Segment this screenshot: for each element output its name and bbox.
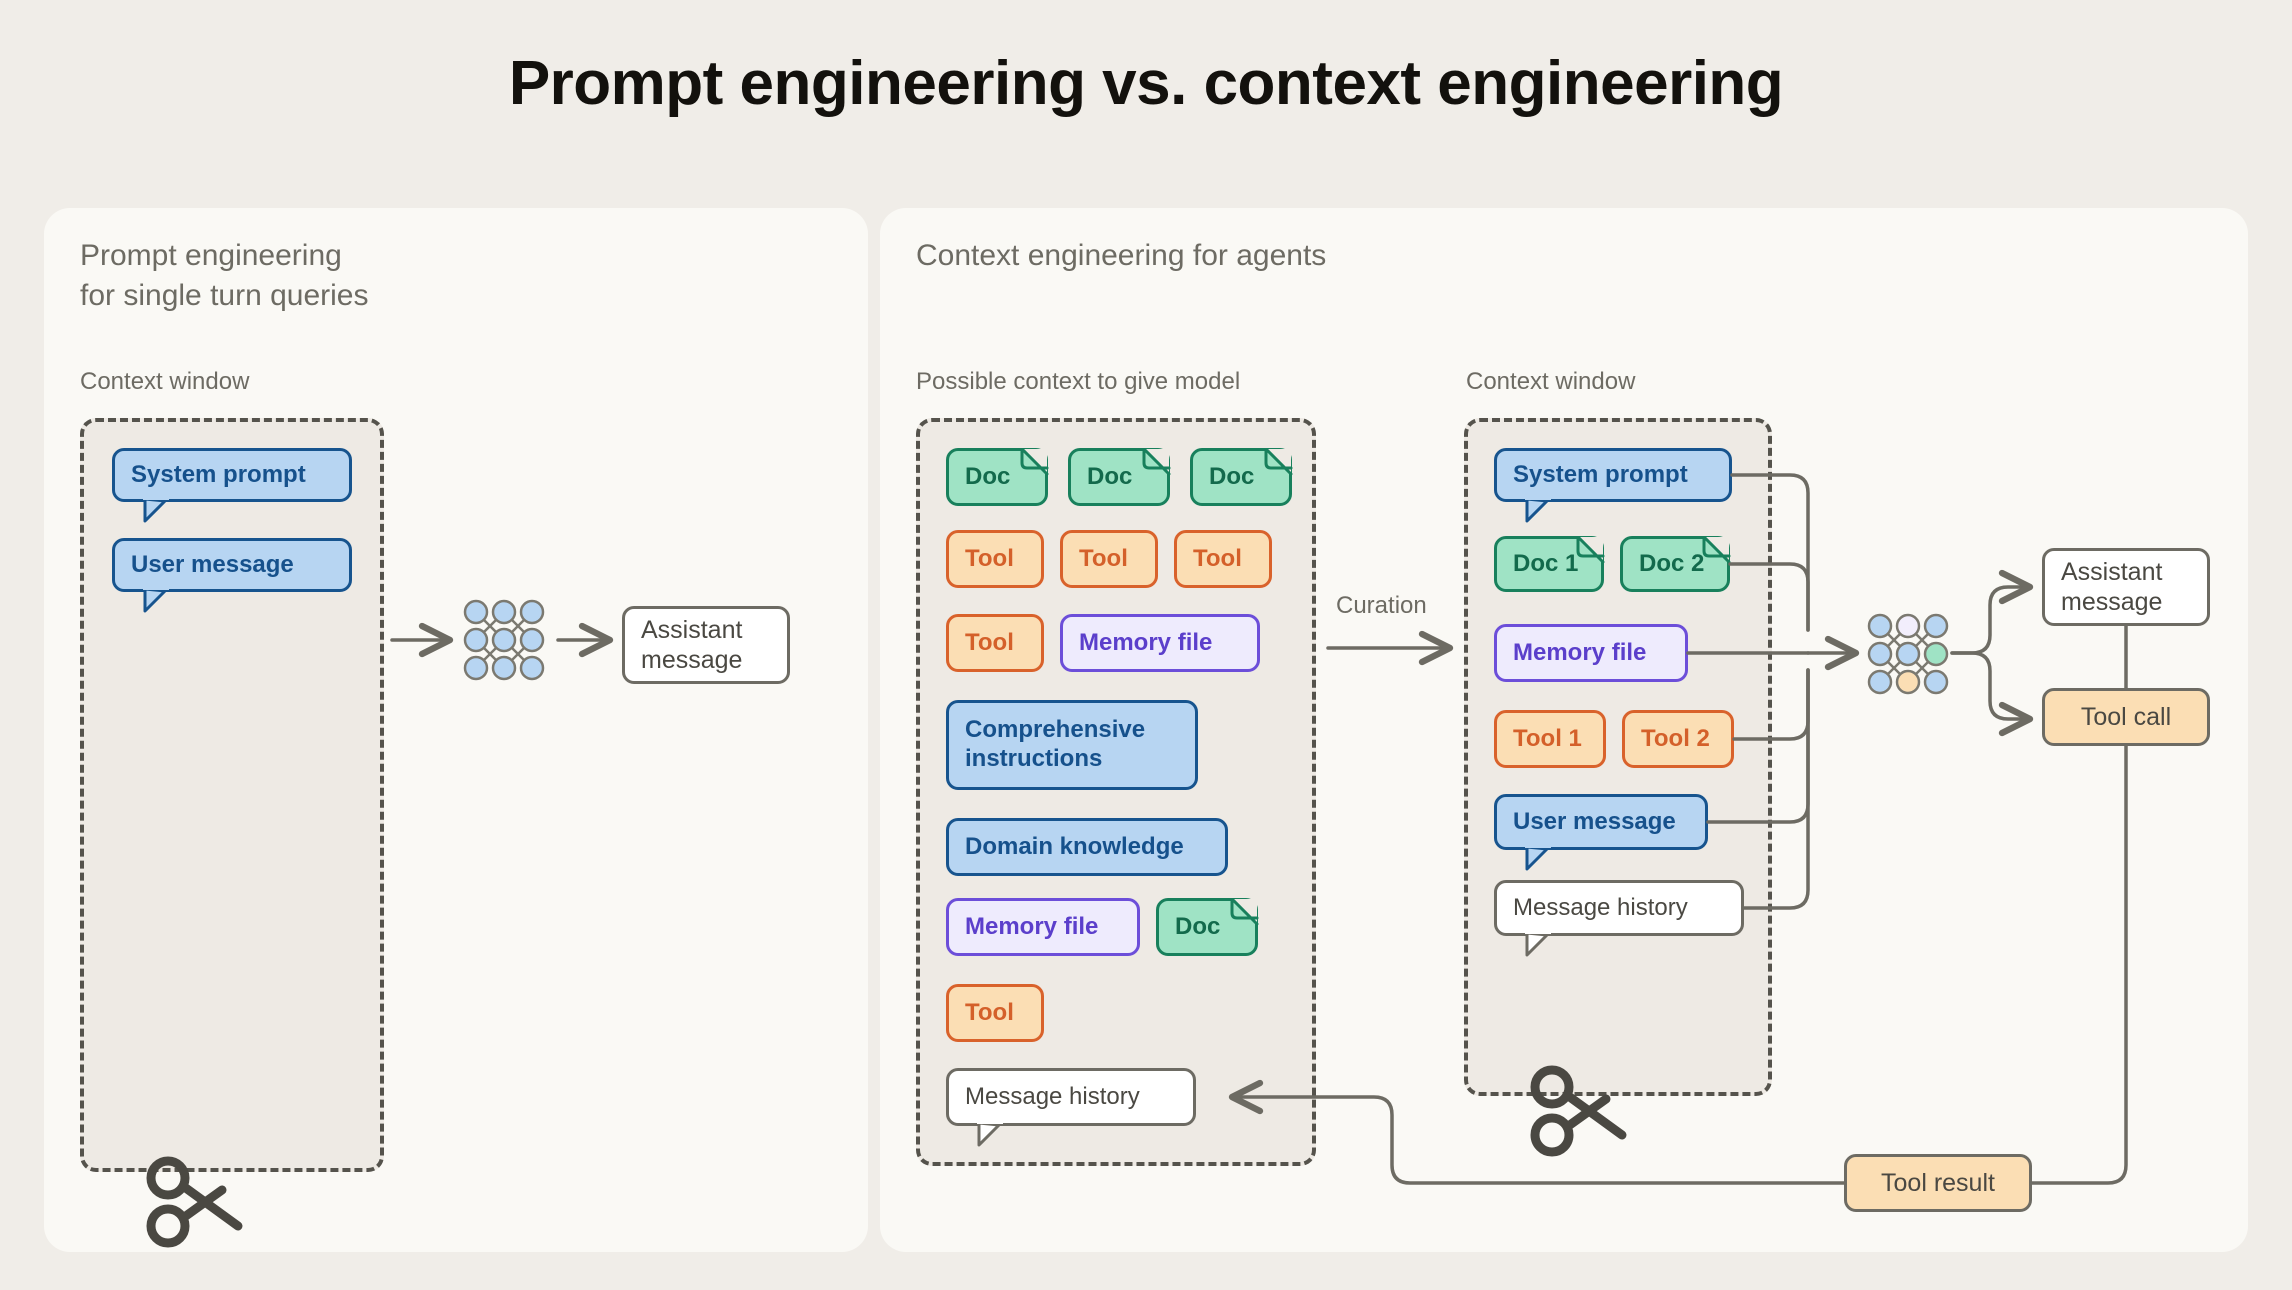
card-system-prompt-left[interactable]: System prompt	[112, 448, 352, 523]
card-label: Tool	[1193, 544, 1242, 572]
card-label: Message history	[965, 1082, 1140, 1110]
left-panel-heading: Prompt engineering for single turn queri…	[80, 239, 369, 312]
card-label: Doc	[1175, 912, 1221, 940]
card-label: System prompt	[131, 460, 306, 488]
card-label: Tool	[1079, 544, 1128, 572]
card-label: Tool	[965, 544, 1014, 572]
bubble-tail-icon	[977, 1123, 1011, 1147]
domain-knowledge-card[interactable]: Domain knowledge	[946, 818, 1228, 876]
folded-corner-icon	[1224, 897, 1259, 932]
right-context-window-label: Context window	[1466, 368, 1636, 395]
tool-card-2[interactable]: Tool	[1060, 530, 1158, 588]
card-label: Assistant message	[2061, 558, 2163, 616]
card-label: Memory file	[965, 912, 1099, 940]
card-label: User message	[1513, 807, 1676, 835]
card-label: System prompt	[1513, 460, 1688, 488]
right-panel-heading: Context engineering for agents	[916, 239, 1327, 272]
tool-call-card[interactable]: Tool call	[2042, 688, 2210, 746]
tool-card-1[interactable]: Tool	[946, 530, 1044, 588]
tool-1-card[interactable]: Tool 1	[1494, 710, 1606, 768]
card-label: Doc	[965, 462, 1011, 490]
comprehensive-instructions-card[interactable]: Comprehensive instructions	[946, 700, 1198, 790]
bubble-tail-icon	[1525, 847, 1559, 871]
card-label: Tool	[965, 628, 1014, 656]
folded-corner-icon	[1570, 535, 1605, 570]
memory-file-card-1[interactable]: Memory file	[1060, 614, 1260, 672]
user-message-card-right[interactable]: User message	[1494, 794, 1708, 871]
card-label: Domain knowledge	[965, 832, 1184, 860]
card-label: Tool	[965, 998, 1014, 1026]
card-label: Memory file	[1079, 628, 1213, 656]
message-history-card-right[interactable]: Message history	[1494, 880, 1744, 957]
card-label: Message history	[1513, 893, 1688, 921]
system-prompt-card-right[interactable]: System prompt	[1494, 448, 1732, 523]
folded-corner-icon	[1258, 447, 1293, 482]
card-label: Tool result	[1881, 1169, 1995, 1197]
neural-network-icon-right	[1866, 612, 1950, 701]
assistant-message-right[interactable]: Assistant message	[2042, 548, 2210, 626]
tool-card-5[interactable]: Tool	[946, 984, 1044, 1042]
doc-card-2[interactable]: Doc	[1068, 447, 1171, 506]
card-label: Tool 2	[1641, 724, 1710, 752]
bubble-tail-icon	[1525, 933, 1559, 957]
doc-card-4[interactable]: Doc	[1156, 897, 1259, 956]
tool-card-3[interactable]: Tool	[1174, 530, 1272, 588]
bubble-tail-icon	[1525, 499, 1559, 523]
card-label: Doc 1	[1513, 549, 1579, 577]
card-user-message-left[interactable]: User message	[112, 538, 352, 613]
bubble-tail-icon	[143, 499, 177, 523]
folded-corner-icon	[1014, 447, 1049, 482]
card-label: Tool call	[2080, 703, 2172, 731]
card-label: Comprehensive instructions	[965, 716, 1146, 772]
bubble-tail-icon	[143, 589, 177, 613]
tool-2-card[interactable]: Tool 2	[1622, 710, 1734, 768]
card-label: Memory file	[1513, 638, 1647, 666]
tool-result-card[interactable]: Tool result	[1844, 1154, 2032, 1212]
doc-card-1[interactable]: Doc	[946, 447, 1049, 506]
card-label: Doc	[1209, 462, 1255, 490]
page-title: Prompt engineering vs. context engineeri…	[508, 49, 1784, 118]
tool-card-4[interactable]: Tool	[946, 614, 1044, 672]
curation-label: Curation	[1336, 592, 1427, 619]
memory-file-card-2[interactable]: Memory file	[946, 898, 1140, 956]
doc-1-card[interactable]: Doc 1	[1494, 535, 1605, 592]
card-label: Assistant message	[641, 616, 743, 674]
card-label: Doc 2	[1639, 549, 1705, 577]
folded-corner-icon	[1696, 535, 1731, 570]
memory-file-card-right[interactable]: Memory file	[1494, 624, 1688, 682]
card-label: User message	[131, 550, 294, 578]
folded-corner-icon	[1136, 447, 1171, 482]
left-context-window	[80, 418, 384, 1172]
neural-network-icon-left	[462, 598, 546, 687]
message-history-possible[interactable]: Message history	[946, 1068, 1196, 1147]
card-label: Tool 1	[1513, 724, 1582, 752]
left-context-window-label: Context window	[80, 368, 250, 395]
assistant-message-left[interactable]: Assistant message	[622, 606, 790, 684]
possible-context-label: Possible context to give model	[916, 368, 1241, 395]
doc-2-card[interactable]: Doc 2	[1620, 535, 1731, 592]
doc-card-3[interactable]: Doc	[1190, 447, 1293, 506]
card-label: Doc	[1087, 462, 1133, 490]
